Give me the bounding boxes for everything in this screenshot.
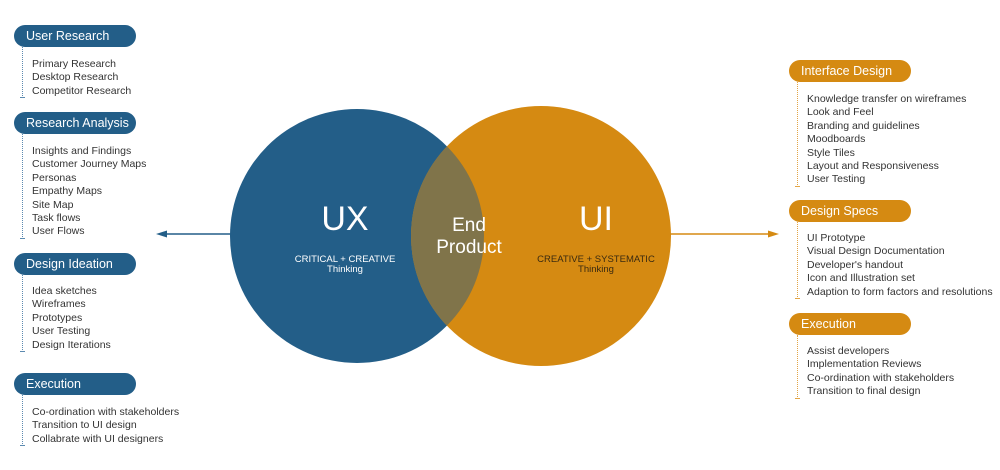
section-items: UI Prototype Visual Design Documentation… bbox=[795, 222, 993, 300]
section-pill: Interface Design bbox=[789, 60, 911, 82]
section-items: Insights and Findings Customer Journey M… bbox=[19, 134, 147, 239]
list-item: User Testing bbox=[32, 325, 91, 338]
list-item: Wireframes bbox=[32, 298, 86, 311]
list-item: Adaption to form factors and resolutions bbox=[807, 285, 993, 298]
section-pill: User Research bbox=[14, 25, 136, 47]
list-item: Task flows bbox=[32, 212, 81, 225]
list-item: Empathy Maps bbox=[32, 185, 103, 198]
section-items: Primary Research Desktop Research Compet… bbox=[19, 47, 132, 99]
section-items: Co-ordination with stakeholders Transiti… bbox=[19, 395, 180, 447]
list-item: Developer's handout bbox=[807, 258, 903, 271]
ux-subtitle-thinking: Thinking bbox=[327, 264, 363, 275]
list-item: Style Tiles bbox=[807, 146, 855, 159]
list-item: Layout and Responsiveness bbox=[807, 160, 939, 173]
section-pill: Execution bbox=[789, 313, 911, 335]
section-pill: Design Ideation bbox=[14, 253, 136, 275]
section-items: Idea sketches Wireframes Prototypes User… bbox=[20, 275, 111, 353]
ux-title: UX bbox=[321, 200, 368, 238]
overlap-title-line2: Product bbox=[436, 237, 502, 258]
list-item: User Testing bbox=[807, 173, 866, 186]
list-item: Personas bbox=[32, 171, 77, 184]
right-arrow bbox=[668, 230, 779, 238]
list-item: UI Prototype bbox=[807, 232, 866, 244]
list-item: Look and Feel bbox=[807, 106, 874, 119]
list-item: Transition to final design bbox=[807, 385, 921, 398]
section-items: Assist developers Implementation Reviews… bbox=[794, 335, 955, 399]
list-item: Moodboards bbox=[807, 133, 866, 146]
list-item: Visual Design Documentation bbox=[807, 245, 945, 258]
list-item: Assist developers bbox=[807, 345, 890, 357]
list-item: Idea sketches bbox=[32, 285, 97, 297]
list-item: Competitor Research bbox=[32, 84, 132, 97]
ui-subtitle-thinking: Thinking bbox=[578, 264, 614, 275]
ui-circle bbox=[411, 106, 671, 366]
section-pill: Design Specs bbox=[789, 200, 911, 222]
list-item: Co-ordination with stakeholders bbox=[807, 371, 955, 384]
section-pill: Research Analysis bbox=[14, 112, 136, 134]
section-items: Knowledge transfer on wireframes Look an… bbox=[794, 82, 967, 187]
ui-subtitle: CREATIVE + SYSTEMATIC bbox=[537, 254, 655, 265]
list-item: Customer Journey Maps bbox=[32, 158, 147, 171]
list-item: Collabrate with UI designers bbox=[32, 432, 164, 445]
list-item: Branding and guidelines bbox=[807, 119, 920, 132]
overlap-title-line1: End bbox=[452, 215, 486, 236]
list-item: Site Map bbox=[32, 198, 74, 211]
list-item: Insights and Findings bbox=[32, 145, 132, 157]
section-pill: Execution bbox=[14, 373, 136, 395]
list-item: Transition to UI design bbox=[32, 419, 137, 432]
ux-circle bbox=[230, 109, 484, 363]
list-item: Design Iterations bbox=[32, 338, 111, 351]
ui-title: UI bbox=[579, 200, 613, 238]
ux-subtitle: CRITICAL + CREATIVE bbox=[295, 254, 396, 265]
list-item: Prototypes bbox=[32, 311, 83, 324]
list-item: Desktop Research bbox=[32, 71, 119, 84]
list-item: Icon and Illustration set bbox=[807, 272, 915, 285]
list-item: Implementation Reviews bbox=[807, 358, 922, 371]
list-item: Knowledge transfer on wireframes bbox=[807, 93, 967, 105]
list-item: Primary Research bbox=[32, 58, 117, 70]
list-item: User Flows bbox=[32, 225, 85, 238]
list-item: Co-ordination with stakeholders bbox=[32, 406, 180, 418]
